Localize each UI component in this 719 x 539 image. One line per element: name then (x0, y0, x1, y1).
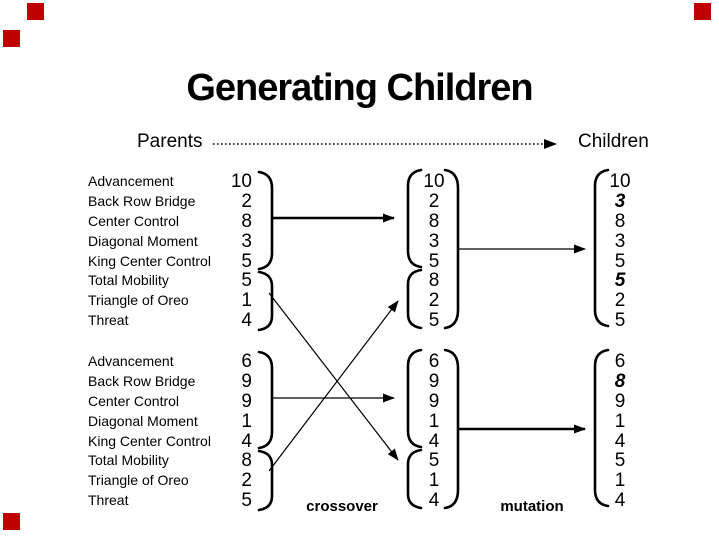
child1-head-open-bracket (406, 168, 423, 269)
parent2-tail-bracket (257, 449, 274, 512)
gene-value: 1 (428, 470, 440, 492)
gene-value: 5 (614, 250, 626, 272)
gene-value: 9 (614, 390, 626, 412)
gene-value: 4 (614, 490, 626, 512)
parent1-head-bracket (257, 170, 274, 271)
crossover-arrow-parent1-tail-diagonal (268, 292, 399, 461)
red-square-decoration (3, 513, 20, 530)
gene-value: 9 (241, 390, 252, 412)
gene-value: 1 (241, 410, 252, 432)
gene-value: 10 (230, 171, 252, 192)
parent1-tail-bracket (257, 270, 274, 332)
gene-value-mutated: 5 (614, 270, 626, 292)
gene-value: 4 (614, 430, 626, 452)
gene-value: 5 (428, 450, 440, 472)
gene-value: 8 (428, 270, 440, 292)
gene-value: 8 (428, 210, 440, 232)
red-square-decoration (27, 3, 44, 20)
trait-label: Diagonal Moment (88, 232, 198, 249)
mutated-child1-values: 10 3 8 3 5 5 2 5 (605, 172, 635, 331)
gene-value: 6 (614, 351, 626, 372)
trait-label: Threat (88, 312, 129, 329)
crossover-arrow-parent2-tail-diagonal (268, 300, 399, 472)
gene-value-mutated: 3 (614, 190, 626, 212)
gene-value: 3 (428, 230, 440, 252)
gene-value: 10 (609, 171, 631, 192)
gene-value: 5 (428, 310, 440, 332)
crossover-child2-values: 6 9 9 1 4 5 1 4 (419, 352, 449, 511)
gene-value: 4 (241, 310, 252, 332)
gene-value: 9 (428, 390, 440, 412)
mutation-label: mutation (500, 498, 564, 515)
trait-label: Back Row Bridge (88, 192, 196, 209)
gene-value: 2 (428, 190, 440, 212)
gene-value: 9 (241, 370, 252, 392)
gene-value: 3 (241, 230, 252, 252)
gene-value: 5 (241, 270, 252, 292)
gene-value: 1 (614, 410, 626, 432)
gene-value: 4 (428, 490, 440, 512)
trait-label: Center Control (88, 392, 180, 409)
crossover-label: crossover (306, 498, 378, 515)
gene-value: 5 (241, 250, 252, 272)
crossover-child1-values: 10 2 8 3 5 8 2 5 (419, 172, 449, 331)
trait-labels-parent2: Advancement Back Row Bridge Center Contr… (88, 352, 258, 511)
parents-heading: Parents (137, 131, 203, 152)
parent2-values: 6 9 9 1 4 8 2 5 (222, 352, 252, 511)
gene-value: 6 (241, 351, 252, 372)
gene-value: 3 (614, 230, 626, 252)
trait-label: Total Mobility (88, 272, 169, 289)
trait-label: Back Row Bridge (88, 372, 196, 389)
gene-value: 4 (428, 430, 440, 452)
gene-value: 2 (241, 190, 252, 212)
trait-label: King Center Control (88, 252, 211, 269)
red-square-decoration (3, 30, 20, 47)
trait-label: Diagonal Moment (88, 412, 198, 429)
gene-value: 1 (241, 290, 252, 312)
gene-value: 1 (428, 410, 440, 432)
red-square-decoration (694, 3, 711, 20)
gene-value: 5 (428, 250, 440, 272)
gene-value: 8 (241, 450, 252, 472)
mutated-child2-open-bracket (593, 348, 610, 508)
gene-value: 5 (614, 450, 626, 472)
gene-value: 1 (614, 470, 626, 492)
trait-label: Advancement (88, 353, 174, 369)
child2-tail-open-bracket (406, 448, 423, 510)
gene-value: 2 (614, 290, 626, 312)
mutated-child2-values: 6 8 9 1 4 5 1 4 (605, 352, 635, 511)
trait-label: Triangle of Oreo (88, 472, 189, 489)
gene-value: 9 (428, 370, 440, 392)
child1-tail-open-bracket (406, 268, 423, 330)
gene-value: 5 (614, 310, 626, 332)
gene-value: 2 (241, 470, 252, 492)
mutated-child1-open-bracket (593, 168, 610, 328)
trait-labels-parent1: Advancement Back Row Bridge Center Contr… (88, 172, 258, 331)
trait-label: Total Mobility (88, 452, 169, 469)
trait-label: Center Control (88, 212, 180, 229)
gene-value: 6 (428, 351, 440, 372)
slide-title: Generating Children (186, 67, 533, 109)
child2-head-open-bracket (406, 348, 423, 449)
gene-value: 4 (241, 430, 252, 452)
children-heading: Children (578, 131, 649, 152)
gene-value-mutated: 8 (614, 370, 626, 392)
parent1-values: 10 2 8 3 5 5 1 4 (222, 172, 252, 331)
gene-value: 5 (241, 490, 252, 512)
trait-label: Threat (88, 492, 129, 509)
gene-value: 10 (423, 171, 445, 192)
gene-value: 8 (614, 210, 626, 232)
gene-value: 2 (428, 290, 440, 312)
trait-label: King Center Control (88, 432, 211, 449)
trait-label: Advancement (88, 173, 174, 189)
gene-value: 8 (241, 210, 252, 232)
trait-label: Triangle of Oreo (88, 292, 189, 309)
parent2-head-bracket (257, 350, 274, 450)
